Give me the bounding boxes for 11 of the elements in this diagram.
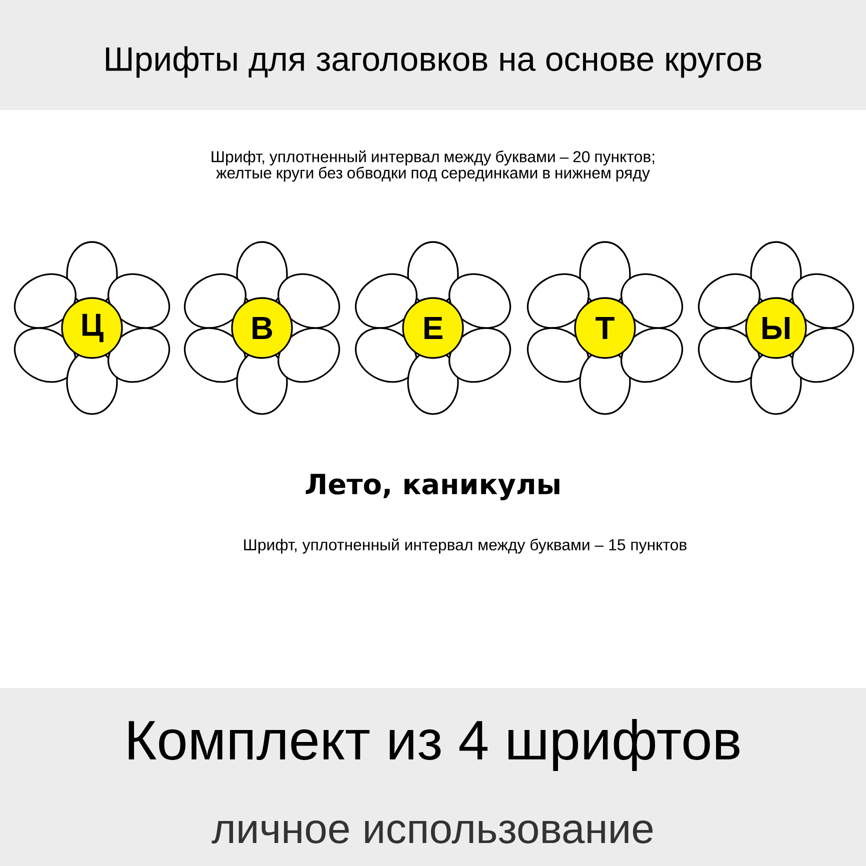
caption: Шрифт, уплотненный интервал между буквами – 15 пунктов [244, 538, 687, 554]
title: Шрифты для заголовков на основе кругов [106, 46, 762, 78]
subtitle: Комплект из 4 шрифтов [128, 719, 740, 771]
flower-center: В [231, 297, 293, 359]
usage-note: личное использование [212, 820, 653, 844]
caption: Шрифт, уплотненный интервал между буквами – 20 пунктов; желтые круги без обводки под серединками в нижнем ряду [212, 150, 654, 182]
flower-center: Ы [745, 297, 807, 359]
sample-text: Лето, каникулы [306, 474, 560, 500]
flower-center: Ц [61, 297, 123, 359]
flower-center: Т [574, 297, 636, 359]
flower-center: Е [402, 297, 464, 359]
